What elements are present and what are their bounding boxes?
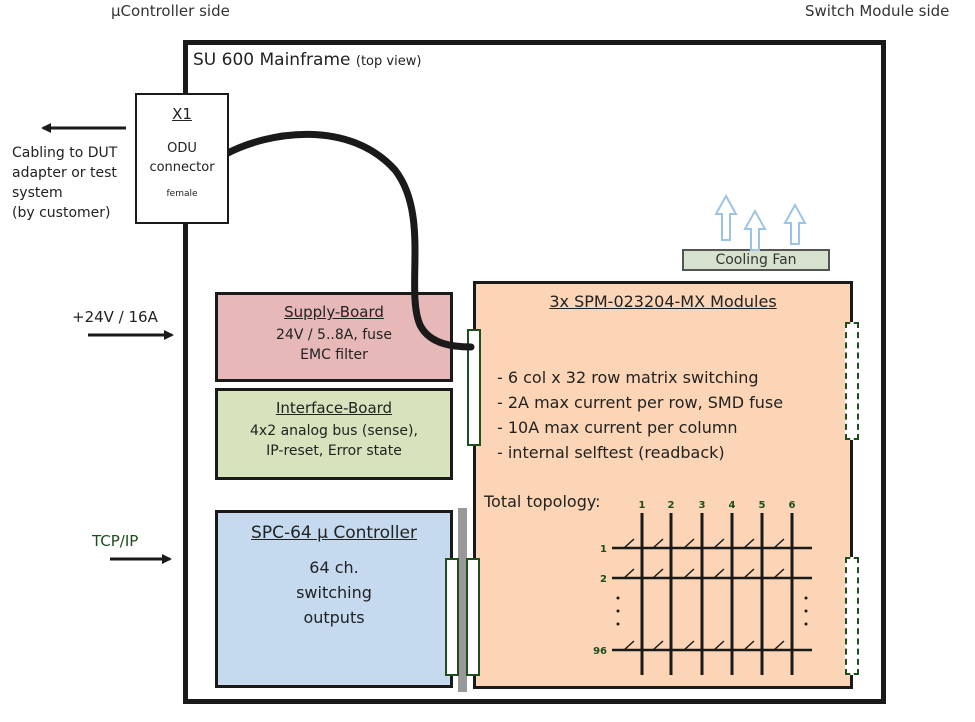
spm-connector-lower-right: [845, 557, 859, 675]
interface-board-line: IP-reset, Error state: [266, 443, 402, 459]
controller-board-line: outputs: [303, 608, 365, 627]
matrix-switch-symbol: [623, 640, 635, 651]
matrix-switch-symbol: [743, 640, 755, 651]
matrix-column-label: 4: [729, 500, 736, 511]
mainframe-title: SU 600 Mainframe (top view): [193, 50, 421, 70]
switch-module-side-label: Switch Module side: [805, 2, 950, 20]
topology-label: Total topology:: [484, 492, 601, 511]
tcp-ip-label: TCP/IP: [92, 532, 139, 550]
supply-board-title: Supply-Board: [284, 303, 384, 321]
matrix-switch-symbol: [773, 538, 785, 549]
cable: [220, 130, 475, 351]
controller-connector: [445, 558, 459, 676]
matrix-column-label: 2: [668, 500, 675, 511]
topology-matrix: 1 2 3 4 5 6 1 2 96: [593, 500, 812, 675]
matrix-ellipsis-dot: [804, 609, 808, 613]
airflow-arrow-icon: [743, 208, 767, 251]
x1-title: X1: [172, 105, 192, 123]
spm-connector-upper-left: [467, 329, 481, 446]
x1-label: ODU connector: [137, 139, 227, 177]
interface-board-line: 4x2 analog bus (sense),: [250, 423, 418, 439]
airflow-arrow-icon: [783, 202, 807, 245]
matrix-row-label: 1: [600, 544, 607, 555]
spm-feature: - 6 col x 32 row matrix switching: [497, 368, 759, 387]
matrix-switch-symbol: [683, 568, 695, 579]
interface-board: Interface-Board 4x2 analog bus (sense), …: [215, 388, 453, 480]
spm-connector-lower-left: [466, 558, 480, 676]
cabling-line: (by customer): [12, 205, 111, 221]
mainframe-enclosure: [183, 40, 886, 704]
interface-board-title: Interface-Board: [275, 399, 393, 417]
cabling-note: Cabling to DUT adapter or test system (b…: [12, 143, 117, 223]
matrix-switch-symbol: [652, 568, 664, 579]
x1-line: connector: [149, 160, 215, 175]
cabling-line: system: [12, 185, 63, 201]
controller-board: SPC-64 µ Controller 64 ch. switching out…: [215, 510, 453, 688]
matrix-column-label: 6: [789, 500, 796, 511]
cabling-line: adapter or test: [12, 165, 117, 181]
matrix-ellipsis-dot: [804, 622, 808, 626]
x1-gender: female: [166, 189, 198, 199]
matrix-ellipsis-dot: [616, 609, 620, 613]
matrix-switch-symbol: [773, 568, 785, 579]
matrix-switch-symbol: [683, 538, 695, 549]
matrix-column-label: 5: [759, 500, 766, 511]
x1-odu-connector: X1 ODU connector female: [135, 93, 229, 224]
matrix-ellipsis-dot: [616, 596, 620, 600]
cooling-fan-label: Cooling Fan: [715, 252, 797, 268]
controller-board-line: 64 ch.: [309, 558, 359, 577]
controller-board-title: SPC-64 µ Controller: [251, 523, 417, 543]
matrix-switch-symbol: [652, 538, 664, 549]
matrix-row-label: 96: [593, 646, 607, 657]
matrix-switch-symbol: [713, 640, 725, 651]
matrix-switch-symbol: [713, 568, 725, 579]
spm-feature: - 10A max current per column: [497, 418, 738, 437]
matrix-switch-symbol: [683, 640, 695, 651]
matrix-switch-symbol: [743, 568, 755, 579]
matrix-column-label: 3: [699, 500, 706, 511]
matrix-switch-symbol: [623, 538, 635, 549]
power-input-label: +24V / 16A: [72, 308, 158, 326]
matrix-column-label: 1: [639, 500, 646, 511]
matrix-switch-symbol: [713, 538, 725, 549]
controller-side-label: µController side: [111, 2, 230, 20]
spm-modules-board: [473, 281, 853, 689]
matrix-ellipsis-dot: [616, 622, 620, 626]
spm-feature: - 2A max current per row, SMD fuse: [497, 393, 784, 412]
supply-board-line: 24V / 5..8A, fuse: [276, 327, 392, 343]
matrix-switch-symbol: [623, 568, 635, 579]
x1-line: ODU: [167, 141, 197, 156]
airflow-arrow-icon: [714, 193, 738, 241]
airflow-arrows: [714, 193, 807, 251]
spm-feature: - internal selftest (readback): [497, 443, 725, 462]
controller-board-line: switching: [296, 583, 372, 602]
spm-title: 3x SPM-023204-MX Modules: [549, 292, 777, 311]
backplane-bar: [458, 508, 467, 692]
supply-board-line: EMC filter: [300, 347, 368, 363]
matrix-switch-symbol: [652, 640, 664, 651]
matrix-row-label: 2: [600, 574, 607, 585]
matrix-switch-symbol: [743, 538, 755, 549]
mainframe-title-text: SU 600 Mainframe: [193, 50, 351, 70]
spm-connector-upper-right: [845, 322, 859, 440]
matrix-switch-symbol: [773, 640, 785, 651]
matrix-ellipsis-dot: [804, 596, 808, 600]
mainframe-subtitle: (top view): [355, 54, 422, 69]
cabling-line: Cabling to DUT: [12, 145, 118, 161]
